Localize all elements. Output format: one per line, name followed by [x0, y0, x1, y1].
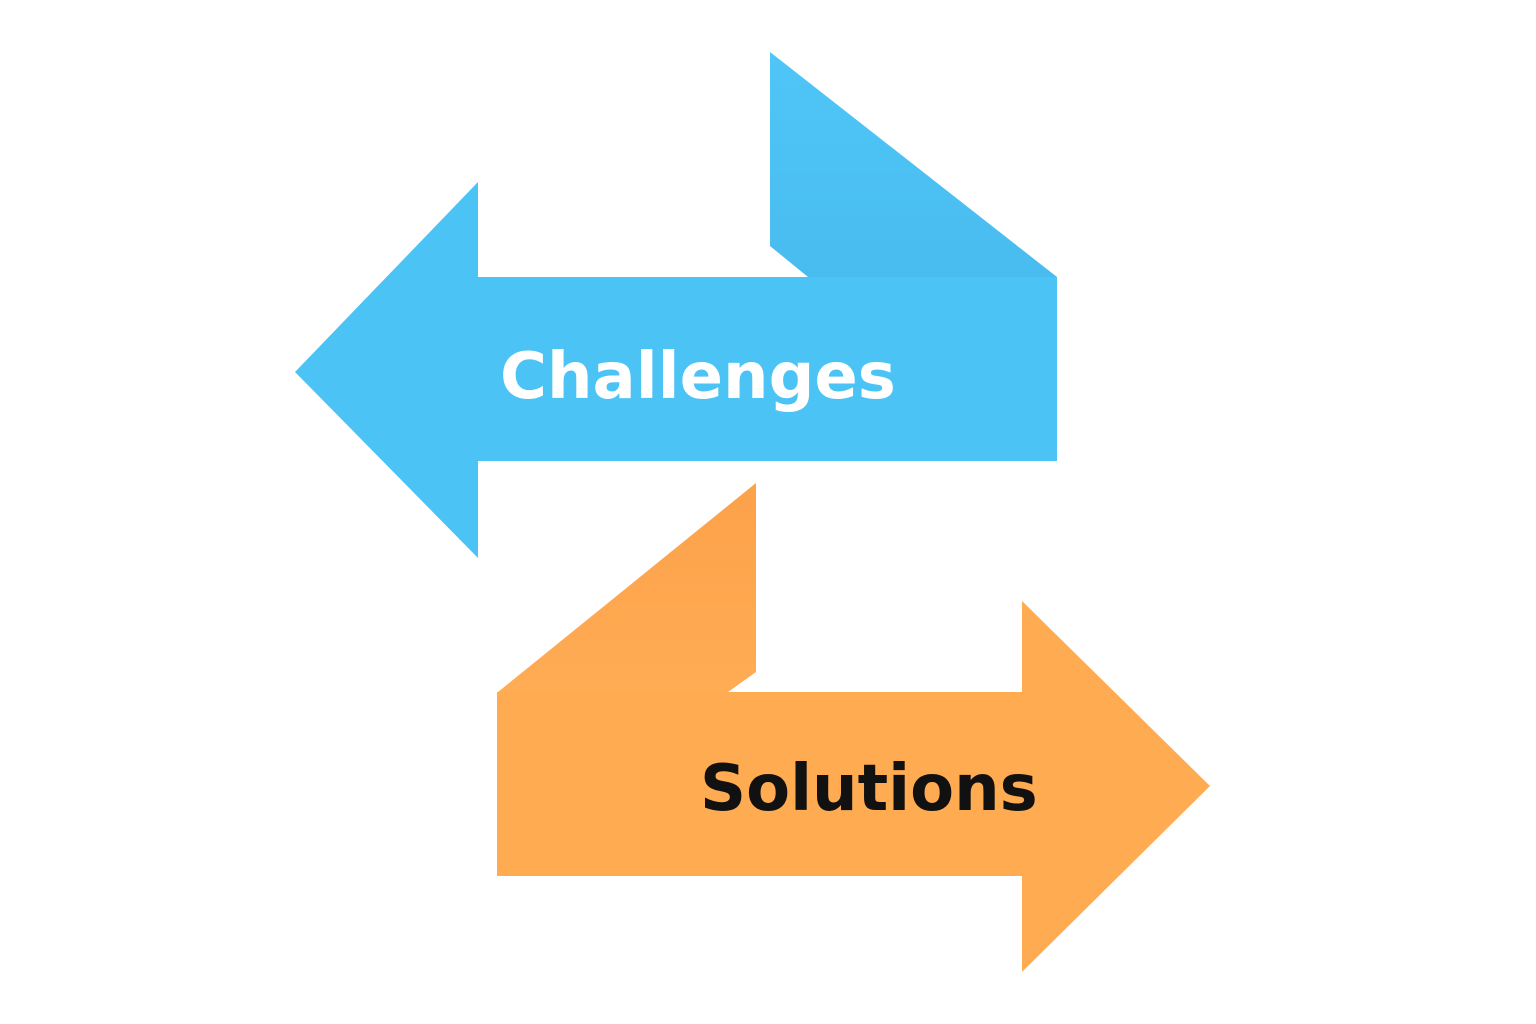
challenges-arrow-body [295, 182, 1057, 558]
challenges-arrow-flap [770, 52, 1057, 277]
solutions-arrow: Solutions [497, 483, 1210, 972]
solutions-arrow-body [497, 601, 1210, 972]
solutions-arrow-flap [498, 483, 756, 692]
solutions-label: Solutions [700, 752, 1038, 826]
challenges-label: Challenges [500, 340, 896, 414]
challenges-arrow: Challenges [295, 52, 1057, 558]
